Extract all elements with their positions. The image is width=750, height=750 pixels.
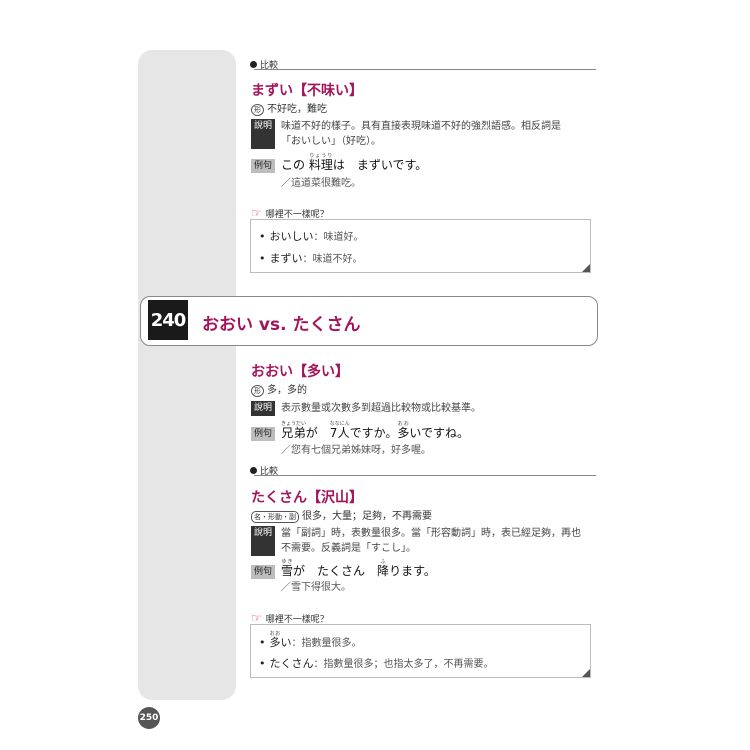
page-number: 250 <box>138 707 160 729</box>
pos-mark: 形 <box>251 104 264 116</box>
pointing-hand-icon: ☞ <box>251 611 262 625</box>
example-translation: ／雪下得很大。 <box>281 582 351 593</box>
compare-label: 比較 <box>260 61 279 71</box>
example-ooi: 例句 兄弟きょうだいが 7人ななにんですか。多おおいですね。 <box>251 421 469 441</box>
list-item: •多おおい：指數量很多。 <box>259 631 362 649</box>
pointing-hand-icon: ☞ <box>251 206 262 220</box>
example-takusan: 例句 雪ゆきが たくさん 降ふります。 <box>251 559 436 579</box>
example-translation: ／您有七個兄弟姊妹呀，好多喔。 <box>281 445 431 456</box>
example-mazui: 例句 この 料理りょうりは まずいです。 <box>251 153 427 173</box>
difference-heading: ☞哪裡不一樣呢？ <box>251 611 329 625</box>
list-item: •たくさん：指數量很多；也指太多了，不再需要。 <box>259 657 494 670</box>
example-sentence: 雪ゆきが たくさん 降ふります。 <box>281 559 436 578</box>
explanation-line: 味道不好的樣子。具有直接表現味道不好的強烈語感。相反詞是 <box>281 121 562 132</box>
explanation-tag: 說明 <box>251 526 276 556</box>
explanation-tag: 說明 <box>251 119 276 149</box>
explanation-tag: 說明 <box>251 401 276 416</box>
pos-mark: 名・形動・副 <box>251 511 299 523</box>
meaning-text: 不好吃，難吃 <box>267 104 327 115</box>
meaning-text: 很多，大量；足夠，不再需要 <box>302 511 432 522</box>
pos-mark: 形 <box>251 385 264 397</box>
entry-title-mazui: まずい【不味い】 <box>251 83 363 99</box>
entry-meaning-mazui: 形不好吃，難吃 <box>251 100 327 116</box>
explanation-line: 當「副詞」時，表數量很多。當「形容動詞」時，表已經足夠，再也 <box>281 528 582 539</box>
example-tag: 例句 <box>251 159 276 173</box>
difference-heading: ☞哪裡不一樣呢？ <box>251 206 329 220</box>
difference-box: •おいしい：味道好。 •まずい：味道不好。 <box>250 219 591 273</box>
section-title: おおい vs. たくさん <box>202 315 361 335</box>
example-tag: 例句 <box>251 427 276 441</box>
explanation-mazui: 說明 味道不好的樣子。具有直接表現味道不好的強烈語感。相反詞是 「おいしい」（好… <box>251 119 561 149</box>
example-translation: ／這道菜很難吃。 <box>281 178 361 189</box>
compare-header: 比較 <box>250 58 278 71</box>
example-sentence: この 料理りょうりは まずいです。 <box>281 153 428 172</box>
example-sentence: 兄弟きょうだいが 7人ななにんですか。多おおいですね。 <box>281 421 470 440</box>
entry-meaning-takusan: 名・形動・副很多，大量；足夠，不再需要 <box>251 507 432 523</box>
list-item: •まずい：味道不好。 <box>259 252 363 265</box>
bullet-dot-icon <box>250 61 257 68</box>
side-strip <box>138 50 236 700</box>
compare-label: 比較 <box>260 467 279 477</box>
corner-mark <box>582 669 590 677</box>
divider <box>254 69 596 70</box>
corner-mark <box>582 264 590 272</box>
section-banner <box>140 296 598 346</box>
entry-meaning-ooi: 形多，多的 <box>251 381 307 397</box>
example-tag: 例句 <box>251 565 276 579</box>
entry-title-ooi: おおい【多い】 <box>251 364 349 380</box>
difference-box: •多おおい：指數量很多。 •たくさん：指數量很多；也指太多了，不再需要。 <box>250 624 591 678</box>
explanation-line: 表示數量或次數多到超過比較物或比較基準。 <box>281 403 482 414</box>
explanation-takusan: 說明 當「副詞」時，表數量很多。當「形容動詞」時，表已經足夠，再也 不需要。反義… <box>251 526 581 556</box>
compare-header: 比較 <box>250 464 278 477</box>
explanation-ooi: 說明 表示數量或次數多到超過比較物或比較基準。 <box>251 401 481 416</box>
entry-title-takusan: たくさん【沢山】 <box>251 490 363 506</box>
section-number: 240 <box>148 300 188 340</box>
explanation-line: 「おいしい」（好吃）。 <box>281 136 382 147</box>
explanation-line: 不需要。反義詞是「すこし」。 <box>281 543 417 554</box>
divider <box>254 475 596 476</box>
bullet-dot-icon <box>250 467 257 474</box>
meaning-text: 多，多的 <box>267 385 307 396</box>
list-item: •おいしい：味道好。 <box>259 230 364 243</box>
